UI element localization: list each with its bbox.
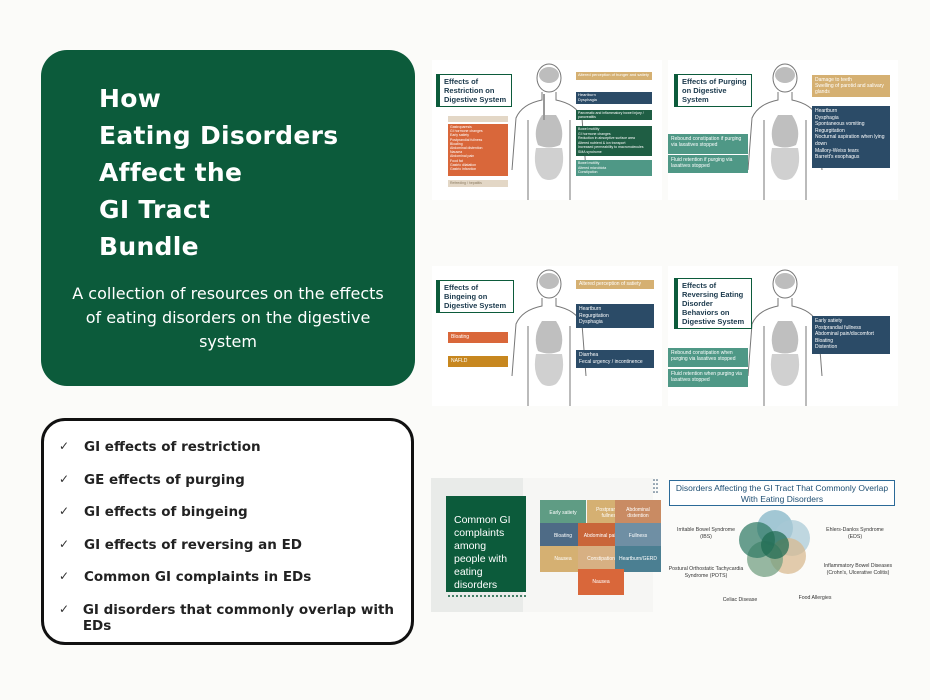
venn-label-allergies: Food Allergies	[798, 595, 832, 601]
list-item: ✓ GE effects of purging	[59, 472, 411, 505]
label-box: Early satiety Postprandial fullness Abdo…	[812, 316, 890, 354]
check-icon: ✓	[59, 601, 70, 616]
venn-label-ibs: Irritable Bowel Syndrome (IBS)	[677, 527, 735, 540]
list-item-label: Common GI complaints in EDs	[84, 569, 312, 585]
label-box: Refeeding / hepatitis	[448, 180, 508, 187]
venn-label-eds: Ehlers-Danlos Syndrome (EDS)	[826, 527, 884, 540]
label-box: NAFLD	[448, 356, 508, 367]
label-box: Heartburn Regurgitation Dysphagia	[576, 304, 654, 328]
venn-label-pots: Postural Orthostatic Tachycardia Syndrom…	[668, 566, 744, 579]
list-item: ✓ Common GI complaints in EDs	[59, 569, 411, 602]
complaint-tile: Fullness	[615, 523, 661, 549]
preview-purging-slide: Effects of Purging on Digestive System D…	[668, 60, 898, 200]
list-item-label: GE effects of purging	[84, 471, 245, 488]
complaints-title: Common GI complaints among people with e…	[446, 496, 526, 592]
list-item: ✓ GI effects of bingeing	[59, 504, 411, 537]
dotted-rule-icon	[653, 479, 658, 493]
body-silhouette-icon	[747, 63, 823, 200]
slide-title: Effects of Bingeing on Digestive System	[436, 280, 514, 313]
overlap-title: Disorders Affecting the GI Tract That Co…	[669, 480, 895, 506]
dotted-rule-icon	[448, 595, 528, 597]
venn-diagram	[739, 510, 810, 577]
list-item: ✓ GI disorders that commonly overlap with…	[59, 602, 411, 635]
bundle-title: How Eating Disorders Affect the GI Tract…	[99, 80, 338, 265]
title-line: Eating Disorders	[99, 121, 339, 150]
list-item-label: GI disorders that commonly overlap with …	[82, 601, 395, 634]
label-box: Bloating	[448, 332, 508, 343]
label-box: Pancreatic and inflammatory bowel injury…	[576, 110, 652, 120]
label-box: Rebound constipation if purging via laxa…	[668, 134, 748, 154]
title-line: How	[99, 84, 162, 113]
list-item-label: GI effects of restriction	[84, 439, 261, 455]
check-icon: ✓	[59, 569, 70, 583]
label-box: Fluid retention if purging via laxatives…	[668, 155, 748, 173]
check-icon: ✓	[59, 504, 70, 518]
slide-title: Effects of Restriction on Digestive Syst…	[436, 74, 512, 107]
complaint-tile: Nausea	[578, 569, 624, 595]
check-icon: ✓	[59, 439, 70, 453]
contents-card: ✓ GI effects of restriction ✓ GE effects o…	[41, 418, 414, 645]
complaint-tile: Heartburn/GERD	[615, 546, 661, 572]
label-box: Bowel motility Altered microbiota Consti…	[576, 160, 652, 176]
check-icon: ✓	[59, 471, 70, 486]
title-line: Bundle	[99, 232, 199, 261]
check-icon: ✓	[59, 536, 70, 551]
label-box: Heartburn Dysphagia	[576, 92, 652, 104]
title-line: GI Tract	[99, 195, 211, 224]
complaint-tile: Early satiety	[540, 500, 586, 526]
body-silhouette-icon	[747, 269, 823, 406]
label-box: Damage to teeth Swelling of parotid and …	[812, 75, 890, 97]
label-box: Fluid retention when purging via laxativ…	[668, 369, 748, 387]
preview-reversing-slide: Effects of Reversing Eating Disorder Beh…	[668, 266, 898, 406]
label-box: Diarrhea Fecal urgency / incontinence	[576, 350, 654, 368]
preview-bingeing-slide: Effects of Bingeing on Digestive System …	[432, 266, 662, 406]
venn-label-celiac: Celiac Disease	[722, 597, 758, 603]
title-card: How Eating Disorders Affect the GI Tract…	[41, 50, 415, 386]
label-box: Bowel motility GI hormone changes Reduct…	[576, 126, 652, 156]
slide-title: Effects of Reversing Eating Disorder Beh…	[674, 278, 752, 329]
label-box: Altered perception of hunger and satiety	[576, 72, 652, 80]
list-item-label: GI effects of reversing an ED	[84, 536, 303, 553]
slide-title: Effects of Purging on Digestive System	[674, 74, 752, 107]
list-item-label: GI effects of bingeing	[84, 504, 248, 520]
bundle-subtitle: A collection of resources on the effects…	[72, 284, 384, 351]
label-box	[448, 116, 508, 122]
label-box: Gastroparesis GI hormone changes Early s…	[448, 124, 508, 176]
body-silhouette-icon	[511, 269, 587, 406]
list-item: ✓ GI effects of reversing an ED	[59, 537, 411, 570]
preview-restriction-slide: Effects of Restriction on Digestive Syst…	[432, 60, 662, 200]
complaint-tile: Abdominal distention	[615, 500, 661, 526]
label-box: Altered perception of satiety	[576, 280, 654, 289]
venn-label-ibd: Inflammatory Bowel Diseases (Crohn's, Ul…	[823, 563, 893, 576]
contents-list: ✓ GI effects of restriction ✓ GE effects o…	[59, 439, 411, 634]
list-item: ✓ GI effects of restriction	[59, 439, 411, 472]
label-box: Rebound constipation when purging via la…	[668, 348, 748, 367]
title-line: Affect the	[99, 158, 243, 187]
body-silhouette-icon	[511, 63, 587, 200]
label-box: Heartburn Dysphagia Spontaneous vomiting…	[812, 106, 890, 168]
